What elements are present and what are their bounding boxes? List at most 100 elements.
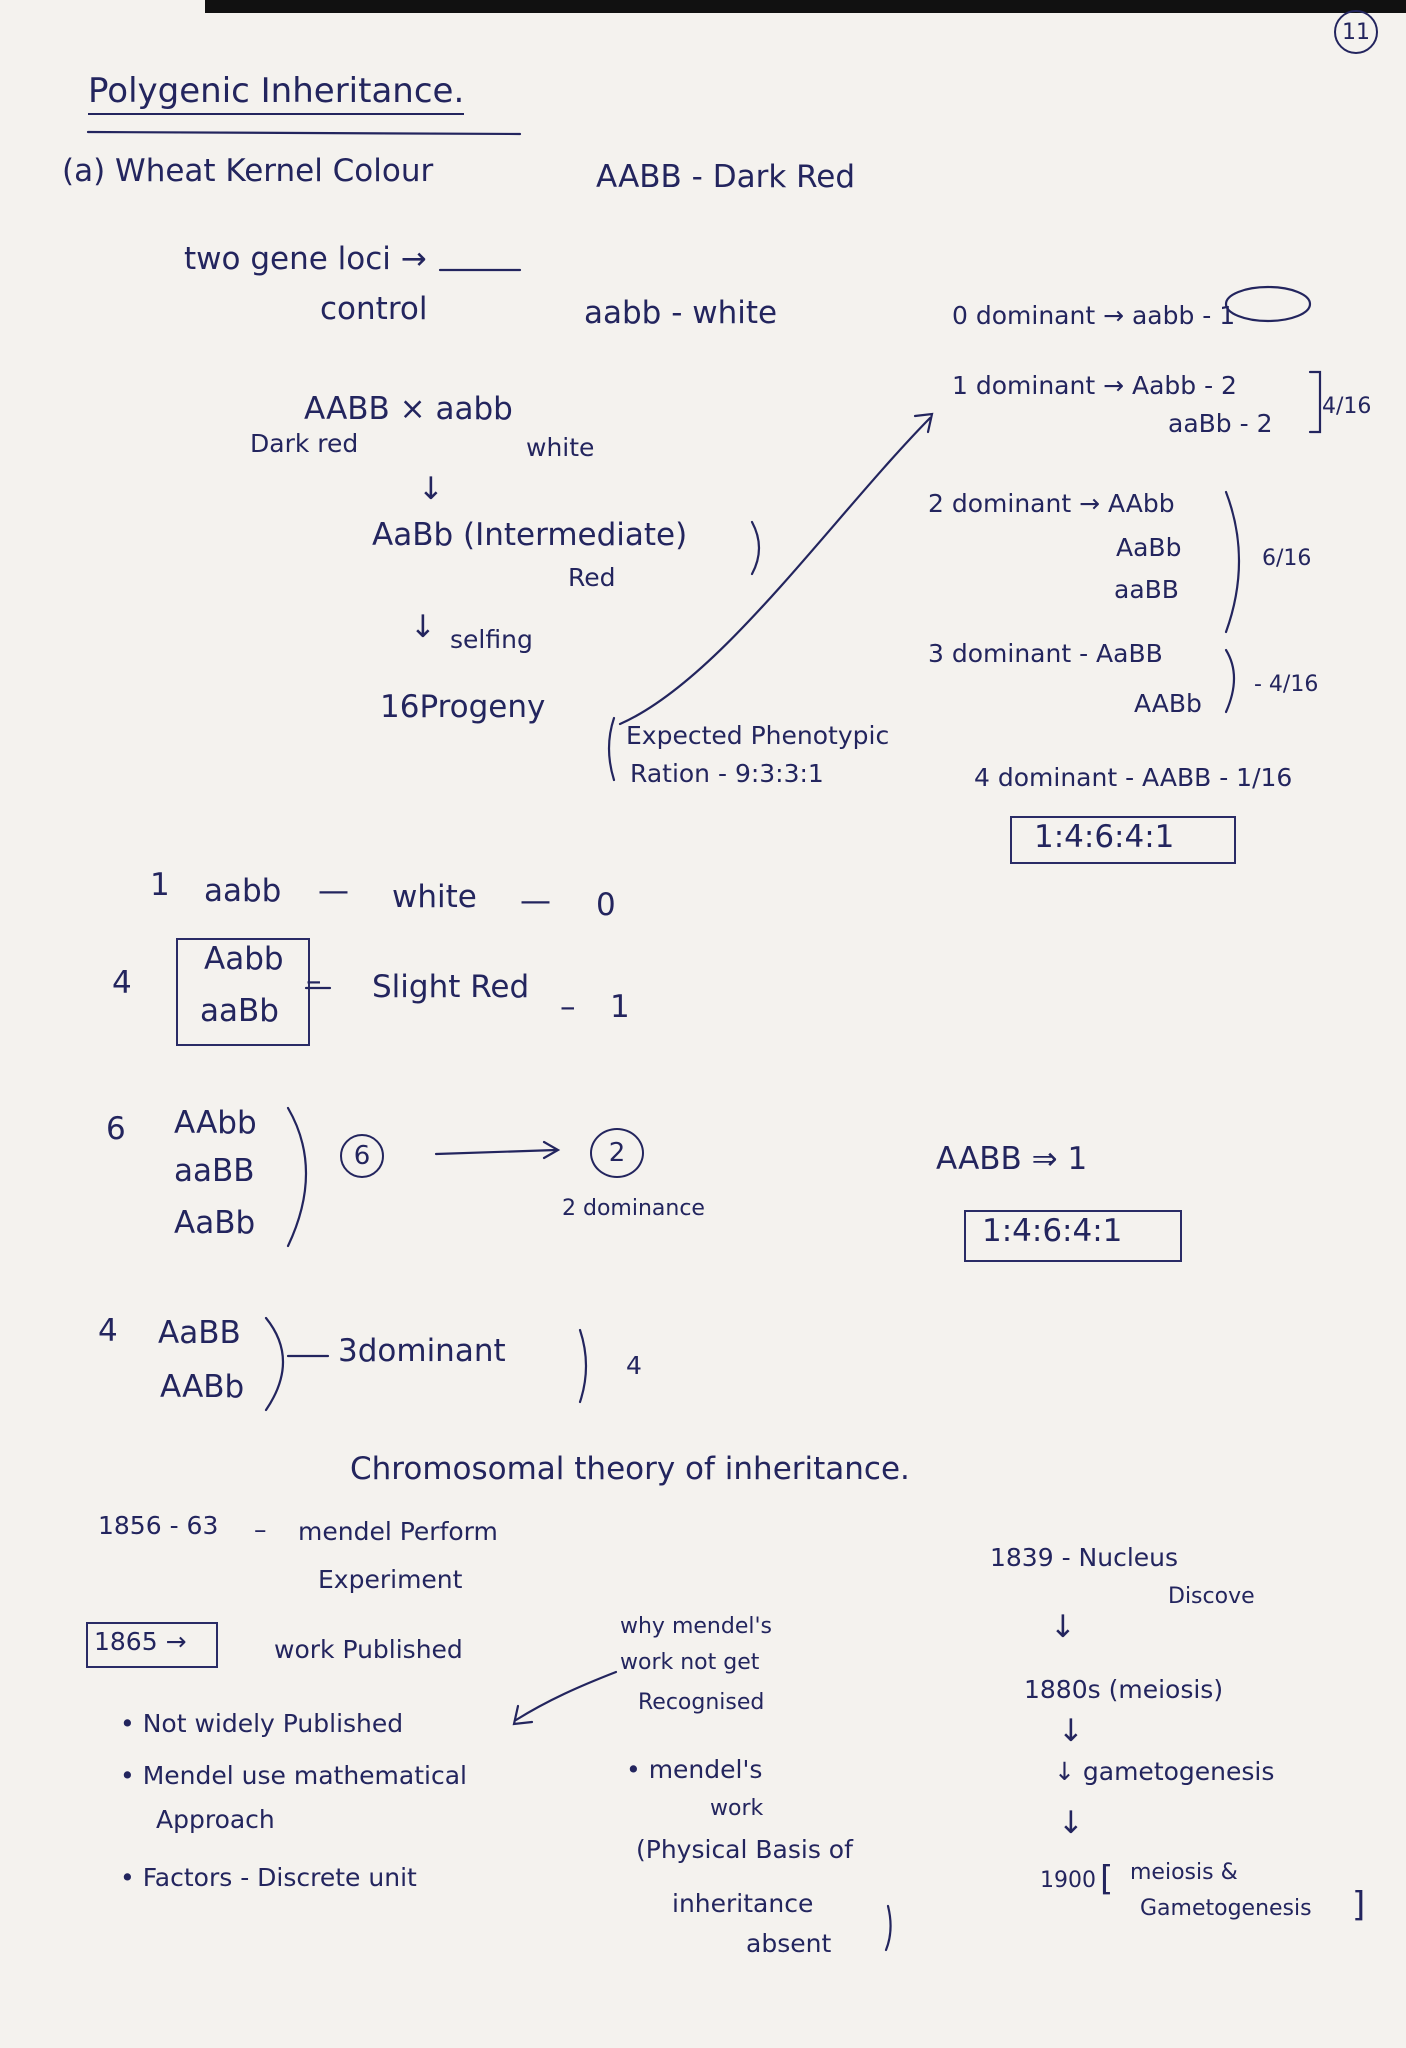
- why-line-a: why mendel's: [620, 1614, 772, 1639]
- timeline-1880: 1880s (meiosis): [1024, 1675, 1224, 1704]
- timeline-arrow-1: ↓: [1050, 1609, 1076, 1645]
- parent2-label: white: [526, 433, 595, 462]
- row2-box: [176, 938, 310, 1046]
- row3-circle-dominance: 2: [590, 1128, 644, 1178]
- aabb-oval: [1224, 285, 1312, 323]
- expected-bracket: [607, 716, 616, 782]
- year-1856: 1856 - 63: [98, 1511, 219, 1540]
- dominant-4: 4 dominant - AABB - 1/16: [974, 763, 1293, 792]
- row3-circle-count: 6: [340, 1134, 384, 1178]
- page-title: Polygenic Inheritance.: [88, 71, 465, 116]
- row3-note: 2 dominance: [562, 1196, 705, 1221]
- row3-genotype-c: AaBb: [174, 1205, 256, 1241]
- row1-dash: —: [318, 873, 349, 909]
- timeline-1839: 1839 - Nucleus: [990, 1543, 1179, 1572]
- section-title-chromosomal: Chromosomal theory of inheritance.: [350, 1451, 910, 1487]
- title-underline: [86, 130, 522, 136]
- timeline-1900: 1900: [1040, 1868, 1096, 1893]
- ratio-box-2: [964, 1210, 1182, 1262]
- dominant-1-b: aaBb - 2: [1168, 409, 1273, 438]
- timeline-1900-bracket-open: [: [1100, 1859, 1114, 1899]
- timeline-gametogenesis: ↓ gametogenesis: [1054, 1757, 1275, 1786]
- row2-count: 4: [112, 965, 132, 1001]
- f1-label: Red: [568, 563, 616, 592]
- year-1865: 1865 →: [94, 1627, 187, 1656]
- row4-score-bracket: [578, 1328, 588, 1404]
- row2-dash-2: –: [560, 989, 576, 1025]
- bullet-2-cont: Approach: [156, 1805, 275, 1834]
- ratio-1: 1:4:6:4:1: [1034, 819, 1175, 855]
- row3-count: 6: [106, 1111, 126, 1147]
- dominant-0: 0 dominant → aabb - 1: [952, 301, 1236, 330]
- example-white: aabb - white: [584, 295, 778, 331]
- selfing-label: selfing: [450, 625, 533, 654]
- ratio-2: 1:4:6:4:1: [982, 1213, 1123, 1249]
- ratio-box-1: [1010, 816, 1236, 864]
- dominant-2-b: AaBb: [1116, 533, 1182, 562]
- timeline-arrow-3: ↓: [1058, 1805, 1084, 1841]
- down-arrow-2: ↓: [410, 609, 436, 645]
- dominant-3-fraction: - 4/16: [1254, 672, 1319, 697]
- mendel-work-d: inheritance: [672, 1889, 814, 1918]
- year-1856-text-b: Experiment: [318, 1565, 463, 1594]
- why-line-c: Recognised: [638, 1690, 765, 1715]
- bullet-3: • Factors - Discrete unit: [120, 1863, 417, 1892]
- timeline-1900-text-b: Gametogenesis: [1140, 1896, 1312, 1921]
- mendel-work-e: absent: [746, 1929, 832, 1958]
- row2-dash: –: [306, 963, 322, 999]
- dominant-2-bracket: [1224, 490, 1241, 634]
- top-edge-bar: [205, 0, 1406, 13]
- expected-line1: Expected Phenotypic: [626, 721, 890, 750]
- f1-genotype: AaBb (Intermediate): [372, 517, 688, 553]
- expected-to-dominant-curve: [618, 416, 932, 726]
- row3-arrow: [434, 1148, 558, 1156]
- bullet-1: • Not widely Published: [120, 1709, 404, 1738]
- why-line-b: work not get: [620, 1650, 760, 1675]
- why-arrow: [514, 1670, 618, 1722]
- row4-genotype-b: AABb: [160, 1369, 245, 1405]
- bullet-2: • Mendel use mathematical: [120, 1761, 467, 1790]
- row1-dash-2: —: [520, 883, 551, 919]
- absent-bracket: [884, 1904, 892, 1952]
- row4-count: 4: [98, 1313, 118, 1349]
- row1-score: 0: [596, 887, 616, 923]
- row2-phenotype: Slight Red: [372, 969, 530, 1005]
- year-1865-text: work Published: [274, 1635, 463, 1664]
- timeline-arrow-2: ↓: [1058, 1713, 1084, 1749]
- timeline-discovered: Discove: [1168, 1584, 1255, 1609]
- down-arrow-1: ↓: [418, 471, 444, 507]
- example-dark-red: AABB - Dark Red: [596, 159, 856, 195]
- row2-genotype-b: aaBb: [200, 993, 279, 1029]
- timeline-1900-bracket-close: ]: [1352, 1885, 1366, 1925]
- row4-bracket: [264, 1316, 284, 1412]
- dominant-2-fraction: 6/16: [1262, 546, 1312, 571]
- year-1865-box: [86, 1622, 218, 1668]
- gene-loci-line1: two gene loci →: [184, 241, 427, 277]
- parent1-label: Dark red: [250, 429, 359, 458]
- dominant-2-a: 2 dominant → AAbb: [928, 489, 1175, 518]
- mendel-work-b: work: [710, 1796, 764, 1821]
- why-arrowhead: [512, 1704, 534, 1726]
- dominant-2-c: aaBB: [1114, 575, 1179, 604]
- row3-genotype-a: AAbb: [174, 1105, 257, 1141]
- row1-count: 1: [150, 867, 170, 903]
- gene-loci-line2: control: [320, 291, 428, 327]
- row2-genotype-a: Aabb: [204, 941, 284, 977]
- row2-score: 1: [610, 989, 630, 1025]
- cross-parents: AABB × aabb: [304, 391, 513, 427]
- aabb-summary: AABB ⇒ 1: [936, 1141, 1088, 1177]
- dominant-3-bracket: [1224, 648, 1236, 714]
- timeline-1900-text-a: meiosis &: [1130, 1860, 1238, 1885]
- page-number: 11: [1334, 10, 1378, 54]
- mendel-work-a: • mendel's: [626, 1755, 763, 1784]
- row3-bracket: [286, 1106, 307, 1248]
- row1-genotype: aabb: [204, 873, 282, 909]
- expected-to-dominant-arrowhead: [913, 412, 934, 434]
- progeny-label: 16Progeny: [380, 689, 546, 725]
- row4-phenotype: 3dominant: [338, 1333, 506, 1369]
- year-1856-dash: –: [254, 1515, 267, 1544]
- f1-close-paren: [750, 520, 761, 576]
- dominant-1-a: 1 dominant → Aabb - 2: [952, 371, 1237, 400]
- example-label: (a) Wheat Kernel Colour: [62, 153, 434, 189]
